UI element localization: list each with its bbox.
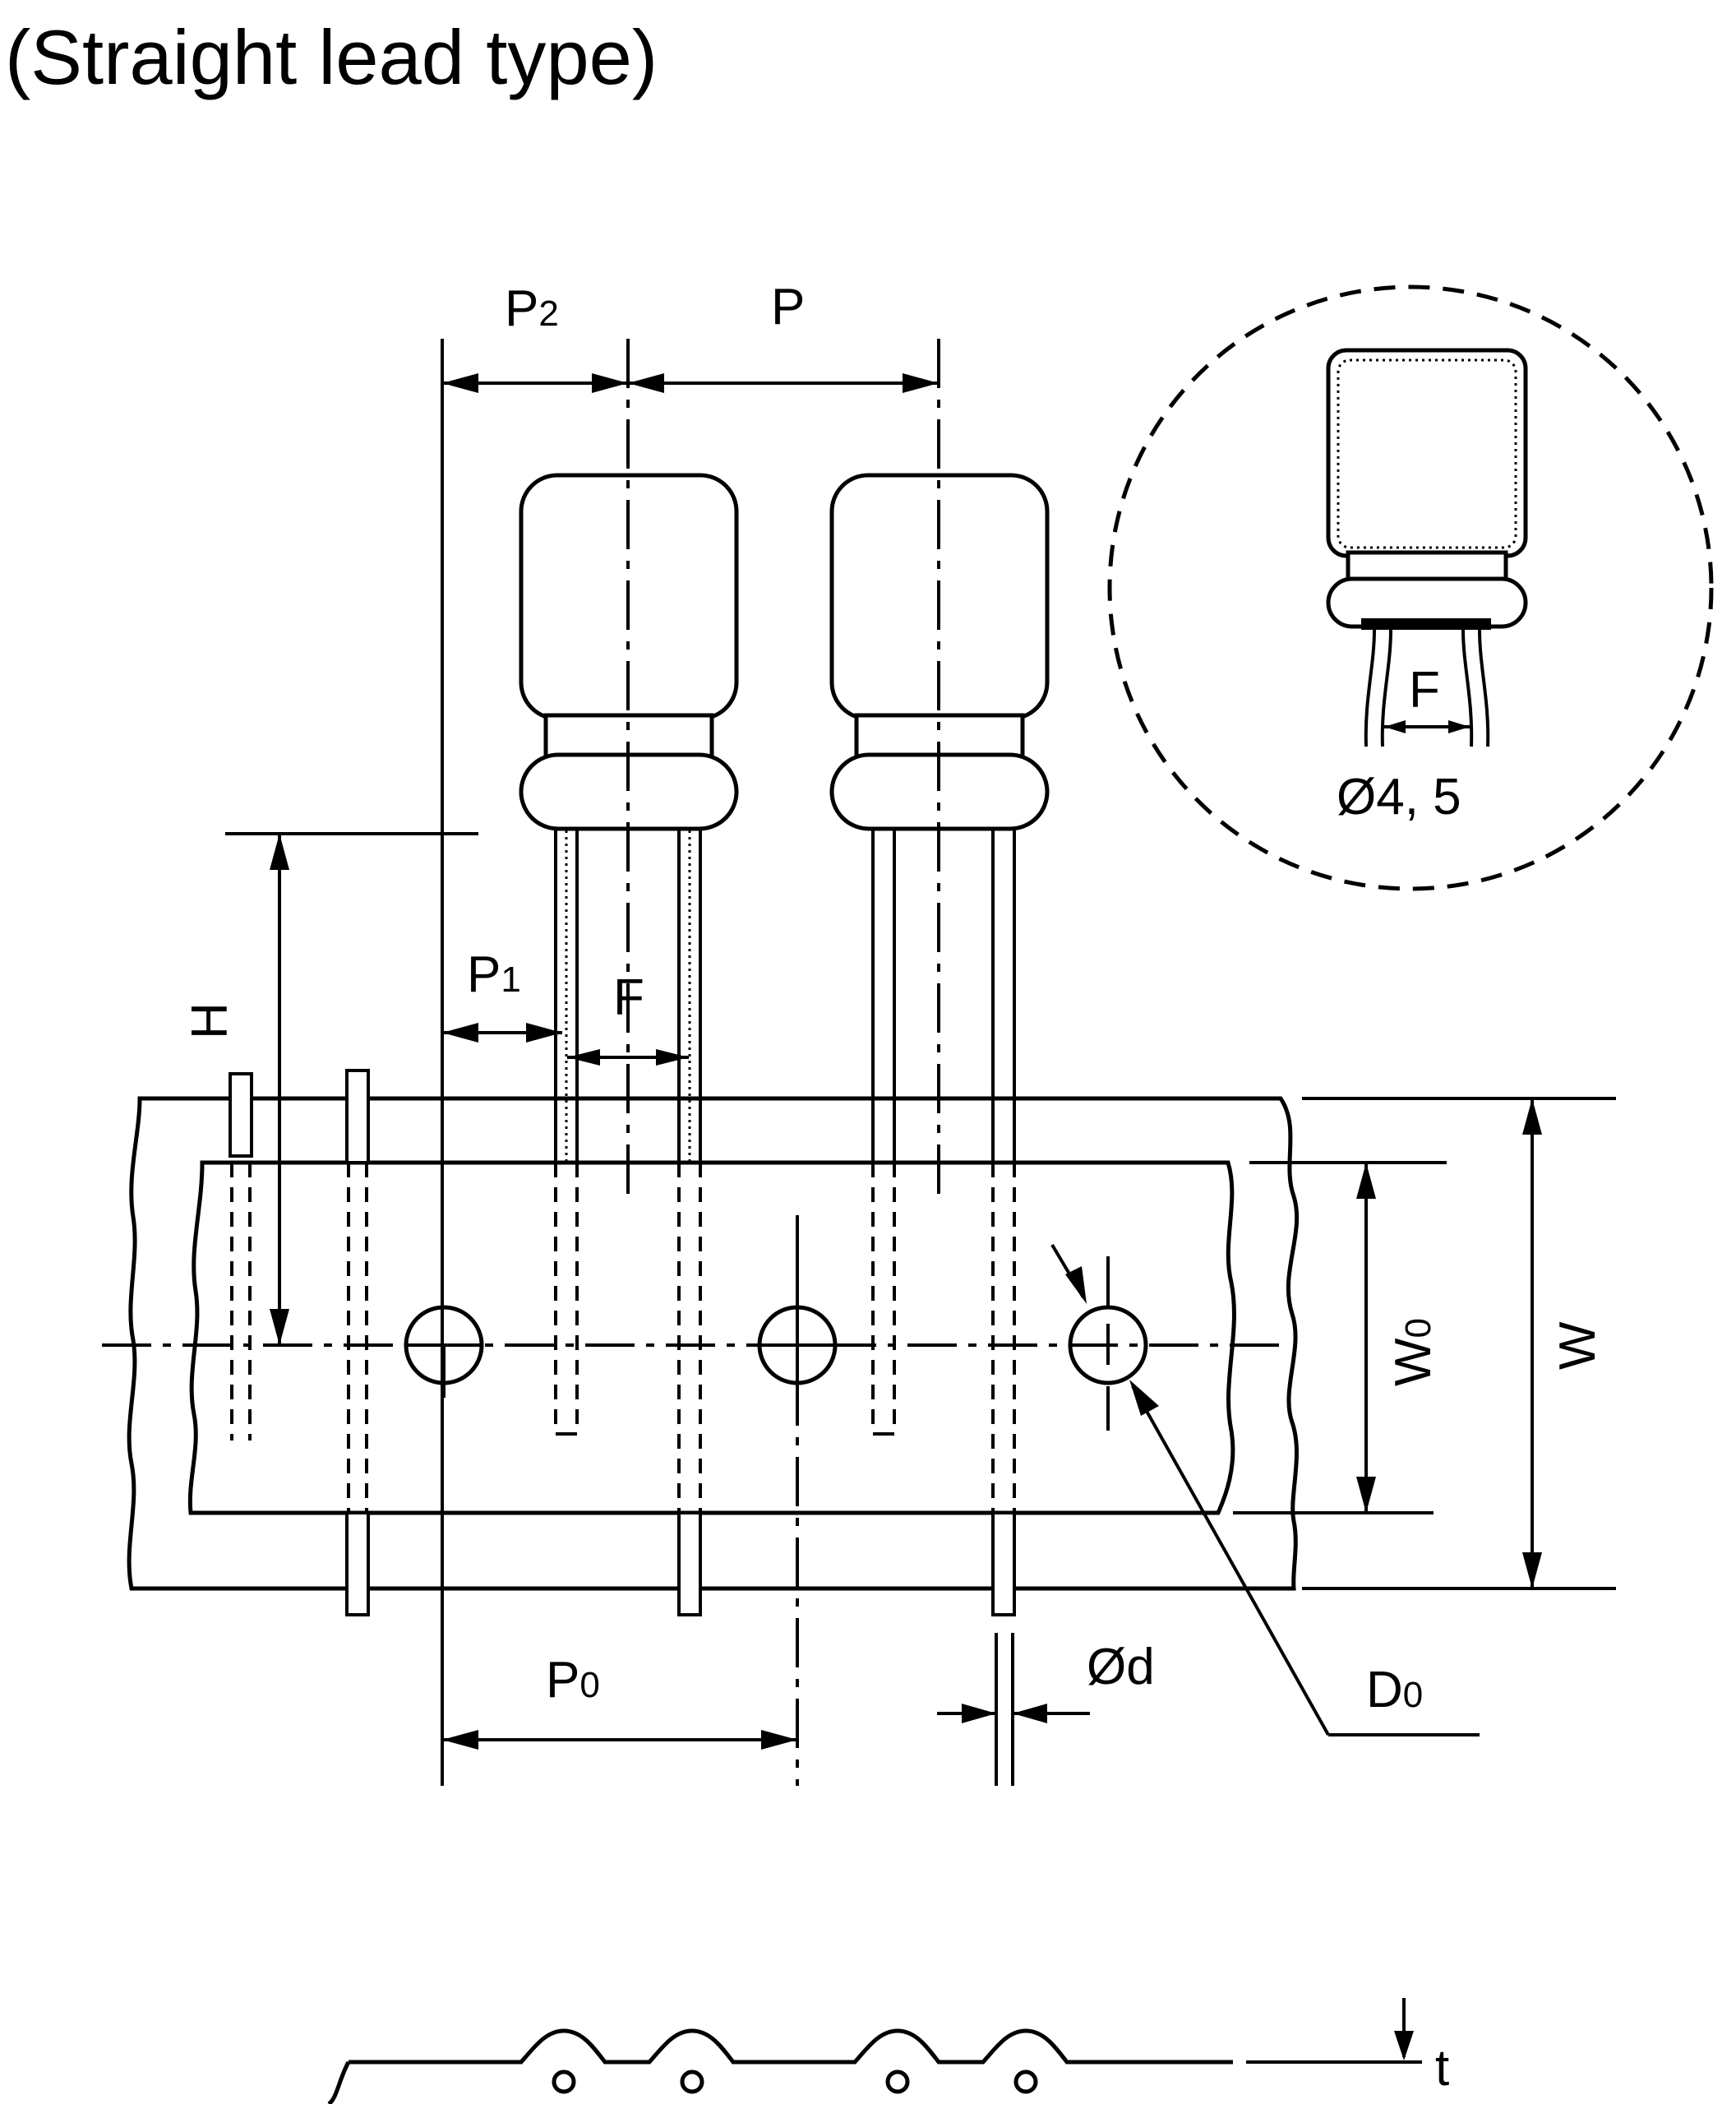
label-t: t <box>1435 2040 1449 2097</box>
carrier-tape <box>127 1096 1300 1591</box>
label-w: W <box>1549 1321 1606 1370</box>
sprocket-holes <box>404 1215 1148 1398</box>
capacitor-2 <box>829 339 1050 1200</box>
label-p: P <box>771 279 805 335</box>
label-p1: P1 <box>467 946 521 1003</box>
side-view <box>327 1998 1422 2104</box>
labels: P2 P P1 F H W0 W P0 Ød D0 t F Ø4, 5 <box>182 279 1606 2097</box>
page-title: (Straight lead type) <box>5 14 658 100</box>
label-d0: D0 <box>1366 1662 1423 1718</box>
detail-label-diameter: Ø4, 5 <box>1337 769 1461 825</box>
label-w0: W0 <box>1385 1318 1442 1386</box>
label-f: F <box>613 969 644 1026</box>
label-lead-diameter: Ød <box>1087 1639 1155 1695</box>
leads <box>229 830 1016 1616</box>
label-h: H <box>182 1002 238 1039</box>
detail-view <box>1107 284 1714 891</box>
label-p2: P2 <box>505 280 559 337</box>
label-p0: P0 <box>546 1652 600 1709</box>
capacitor-1 <box>519 339 739 1200</box>
detail-label-f: F <box>1409 662 1440 719</box>
